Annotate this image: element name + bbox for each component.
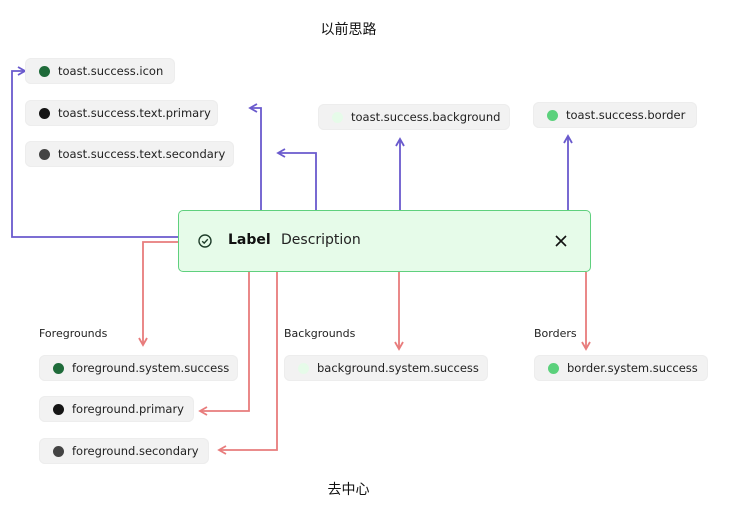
color-swatch: [53, 362, 64, 374]
token-label: foreground.secondary: [72, 444, 199, 458]
token-foreground-secondary: foreground.secondary: [39, 438, 209, 464]
color-swatch: [548, 362, 559, 374]
token-toast-success-text-primary: toast.success.text.primary: [25, 100, 218, 126]
color-swatch: [298, 362, 309, 374]
token-label: toast.success.border: [566, 108, 686, 122]
decentralized-heading: 去中心: [327, 482, 370, 498]
color-swatch: [39, 107, 50, 119]
arrow-to-foreground-primary: [198, 256, 250, 416]
section-borders: Borders: [534, 327, 577, 340]
token-toast-success-border: toast.success.border: [533, 102, 697, 128]
token-foreground-system-success: foreground.system.success: [39, 355, 238, 381]
arrow-to-foreground-success: [138, 241, 193, 347]
color-swatch: [332, 111, 343, 123]
token-label: toast.success.background: [351, 110, 501, 124]
token-toast-success-background: toast.success.background: [318, 104, 510, 130]
color-swatch: [39, 148, 50, 160]
token-label: border.system.success: [567, 361, 698, 375]
token-border-system-success: border.system.success: [534, 355, 708, 381]
close-icon[interactable]: [555, 235, 567, 247]
token-label: background.system.success: [317, 361, 479, 375]
token-toast-success-icon: toast.success.icon: [25, 58, 175, 84]
token-label: toast.success.icon: [58, 64, 164, 78]
old-approach-heading: 以前思路: [320, 22, 377, 38]
toast-label: Label: [228, 232, 271, 248]
color-swatch: [39, 65, 50, 77]
color-swatch: [53, 403, 64, 415]
section-backgrounds: Backgrounds: [284, 327, 356, 340]
token-label: toast.success.text.primary: [58, 106, 211, 120]
toast-description: Description: [281, 232, 361, 248]
token-label: foreground.primary: [72, 402, 184, 416]
arrow-to-foreground-secondary: [217, 256, 278, 455]
token-background-system-success: background.system.success: [284, 355, 488, 381]
color-swatch: [547, 109, 558, 121]
section-foregrounds: Foregrounds: [39, 327, 108, 340]
color-swatch: [53, 445, 64, 457]
success-toast: Label Description: [178, 210, 591, 272]
token-label: toast.success.text.secondary: [58, 147, 226, 161]
token-label: foreground.system.success: [72, 361, 230, 375]
token-toast-success-text-secondary: toast.success.text.secondary: [25, 141, 234, 167]
arrow-to-icon-token: [11, 66, 193, 238]
token-foreground-primary: foreground.primary: [39, 396, 194, 422]
check-circle-icon: [198, 234, 212, 248]
arrow-to-text-secondary-token: [276, 148, 317, 238]
arrow-to-text-primary-token: [248, 103, 262, 228]
